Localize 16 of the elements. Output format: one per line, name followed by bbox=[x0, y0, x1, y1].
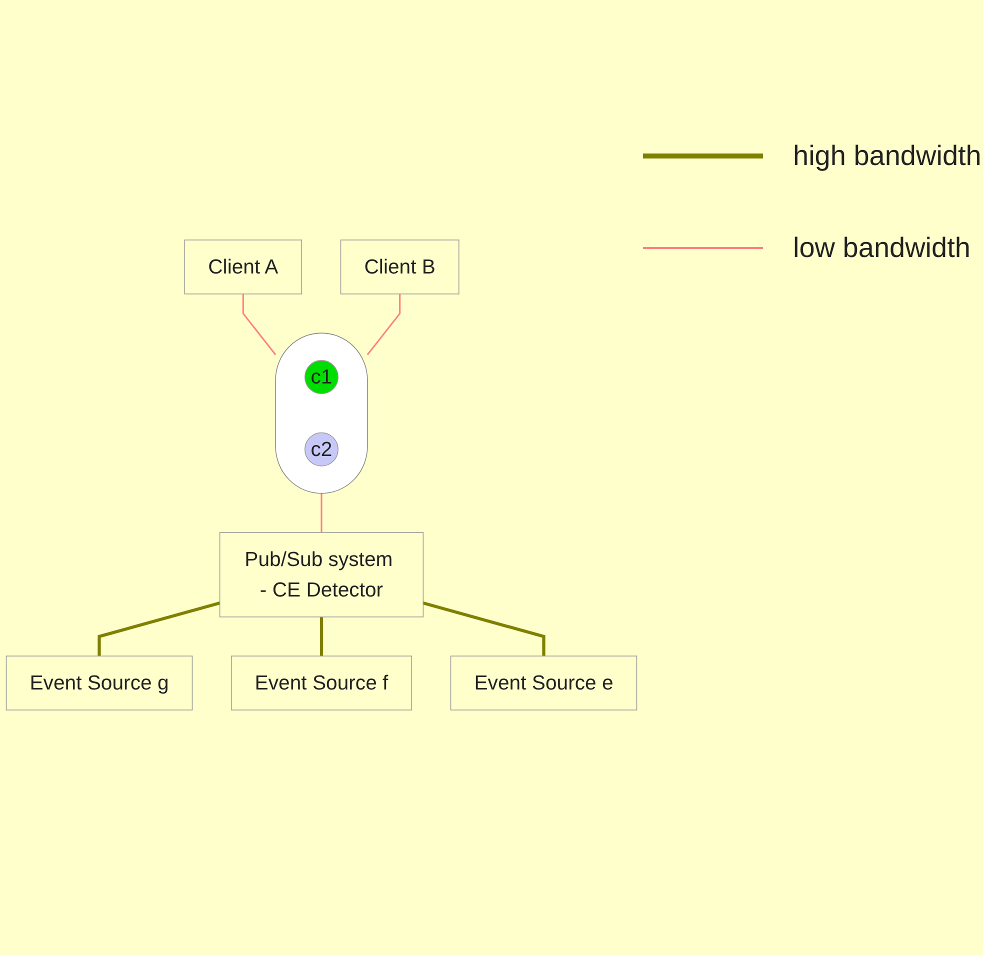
node-circle: c1 bbox=[304, 360, 338, 394]
node-box: Client A bbox=[184, 240, 302, 294]
node-box: Pub/Sub system - CE Detector bbox=[219, 532, 424, 618]
node-box: Event Source g bbox=[6, 656, 193, 710]
legend-label: high bandwidth bbox=[793, 140, 982, 172]
node-box: Event Source e bbox=[450, 656, 638, 710]
connector bbox=[422, 601, 546, 656]
node-box: Event Source f bbox=[230, 656, 412, 710]
connector bbox=[320, 493, 322, 532]
connector bbox=[242, 294, 276, 356]
connector bbox=[366, 294, 401, 356]
legend-label: low bandwidth bbox=[793, 232, 970, 264]
node-box: Client B bbox=[340, 240, 460, 294]
node-circle: c2 bbox=[304, 432, 338, 466]
connector bbox=[98, 601, 220, 656]
connector bbox=[320, 616, 324, 656]
